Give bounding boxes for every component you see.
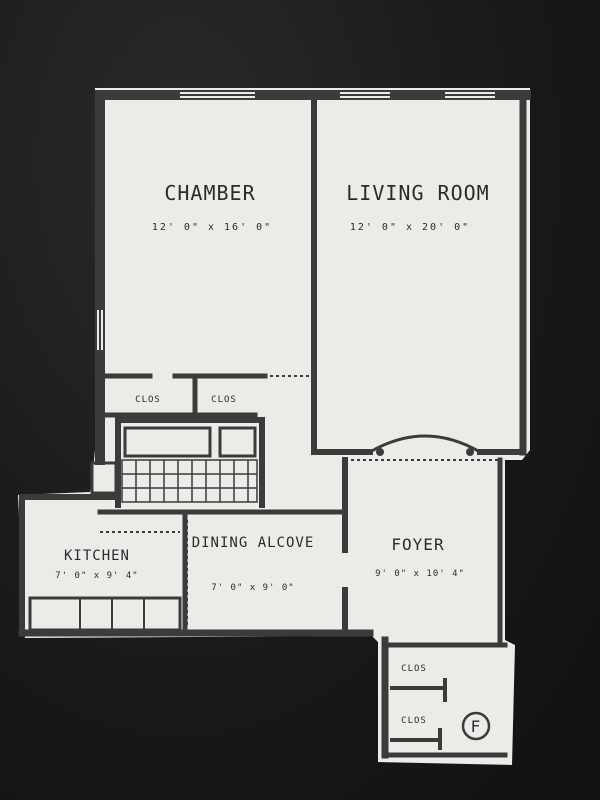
room-dims-dining: 7' 0" x 9' 0" bbox=[211, 583, 294, 593]
room-dims-kitchen: 7' 0" x 9' 4" bbox=[55, 571, 138, 581]
room-label-dining: DINING ALCOVE bbox=[192, 535, 315, 551]
closet-label: CLOS bbox=[211, 395, 237, 405]
door-hinge bbox=[376, 448, 384, 456]
plan-marker-circle bbox=[461, 711, 491, 741]
closet-label: CLOS bbox=[401, 664, 427, 674]
room-label-chamber: CHAMBER bbox=[164, 181, 255, 205]
walls bbox=[18, 90, 531, 759]
room-dims-chamber: 12' 0" x 16' 0" bbox=[152, 222, 272, 233]
door-swing bbox=[369, 434, 481, 454]
room-label-kitchen: KITCHEN bbox=[64, 548, 130, 564]
plan-marker-label: F bbox=[471, 717, 482, 736]
room-dims-living: 12' 0" x 20' 0" bbox=[350, 222, 470, 233]
openings bbox=[100, 375, 500, 628]
bathroom-tile-floor bbox=[90, 459, 258, 503]
room-label-living: LIVING ROOM bbox=[346, 181, 489, 205]
windows bbox=[97, 92, 495, 350]
room-label-foyer: FOYER bbox=[391, 535, 444, 554]
paper-sheet bbox=[18, 88, 530, 765]
closet-label: CLOS bbox=[135, 395, 161, 405]
room-dims-foyer: 9' 0" x 10' 4" bbox=[375, 569, 465, 579]
door-hinge bbox=[466, 448, 474, 456]
closet-label: CLOS bbox=[401, 716, 427, 726]
